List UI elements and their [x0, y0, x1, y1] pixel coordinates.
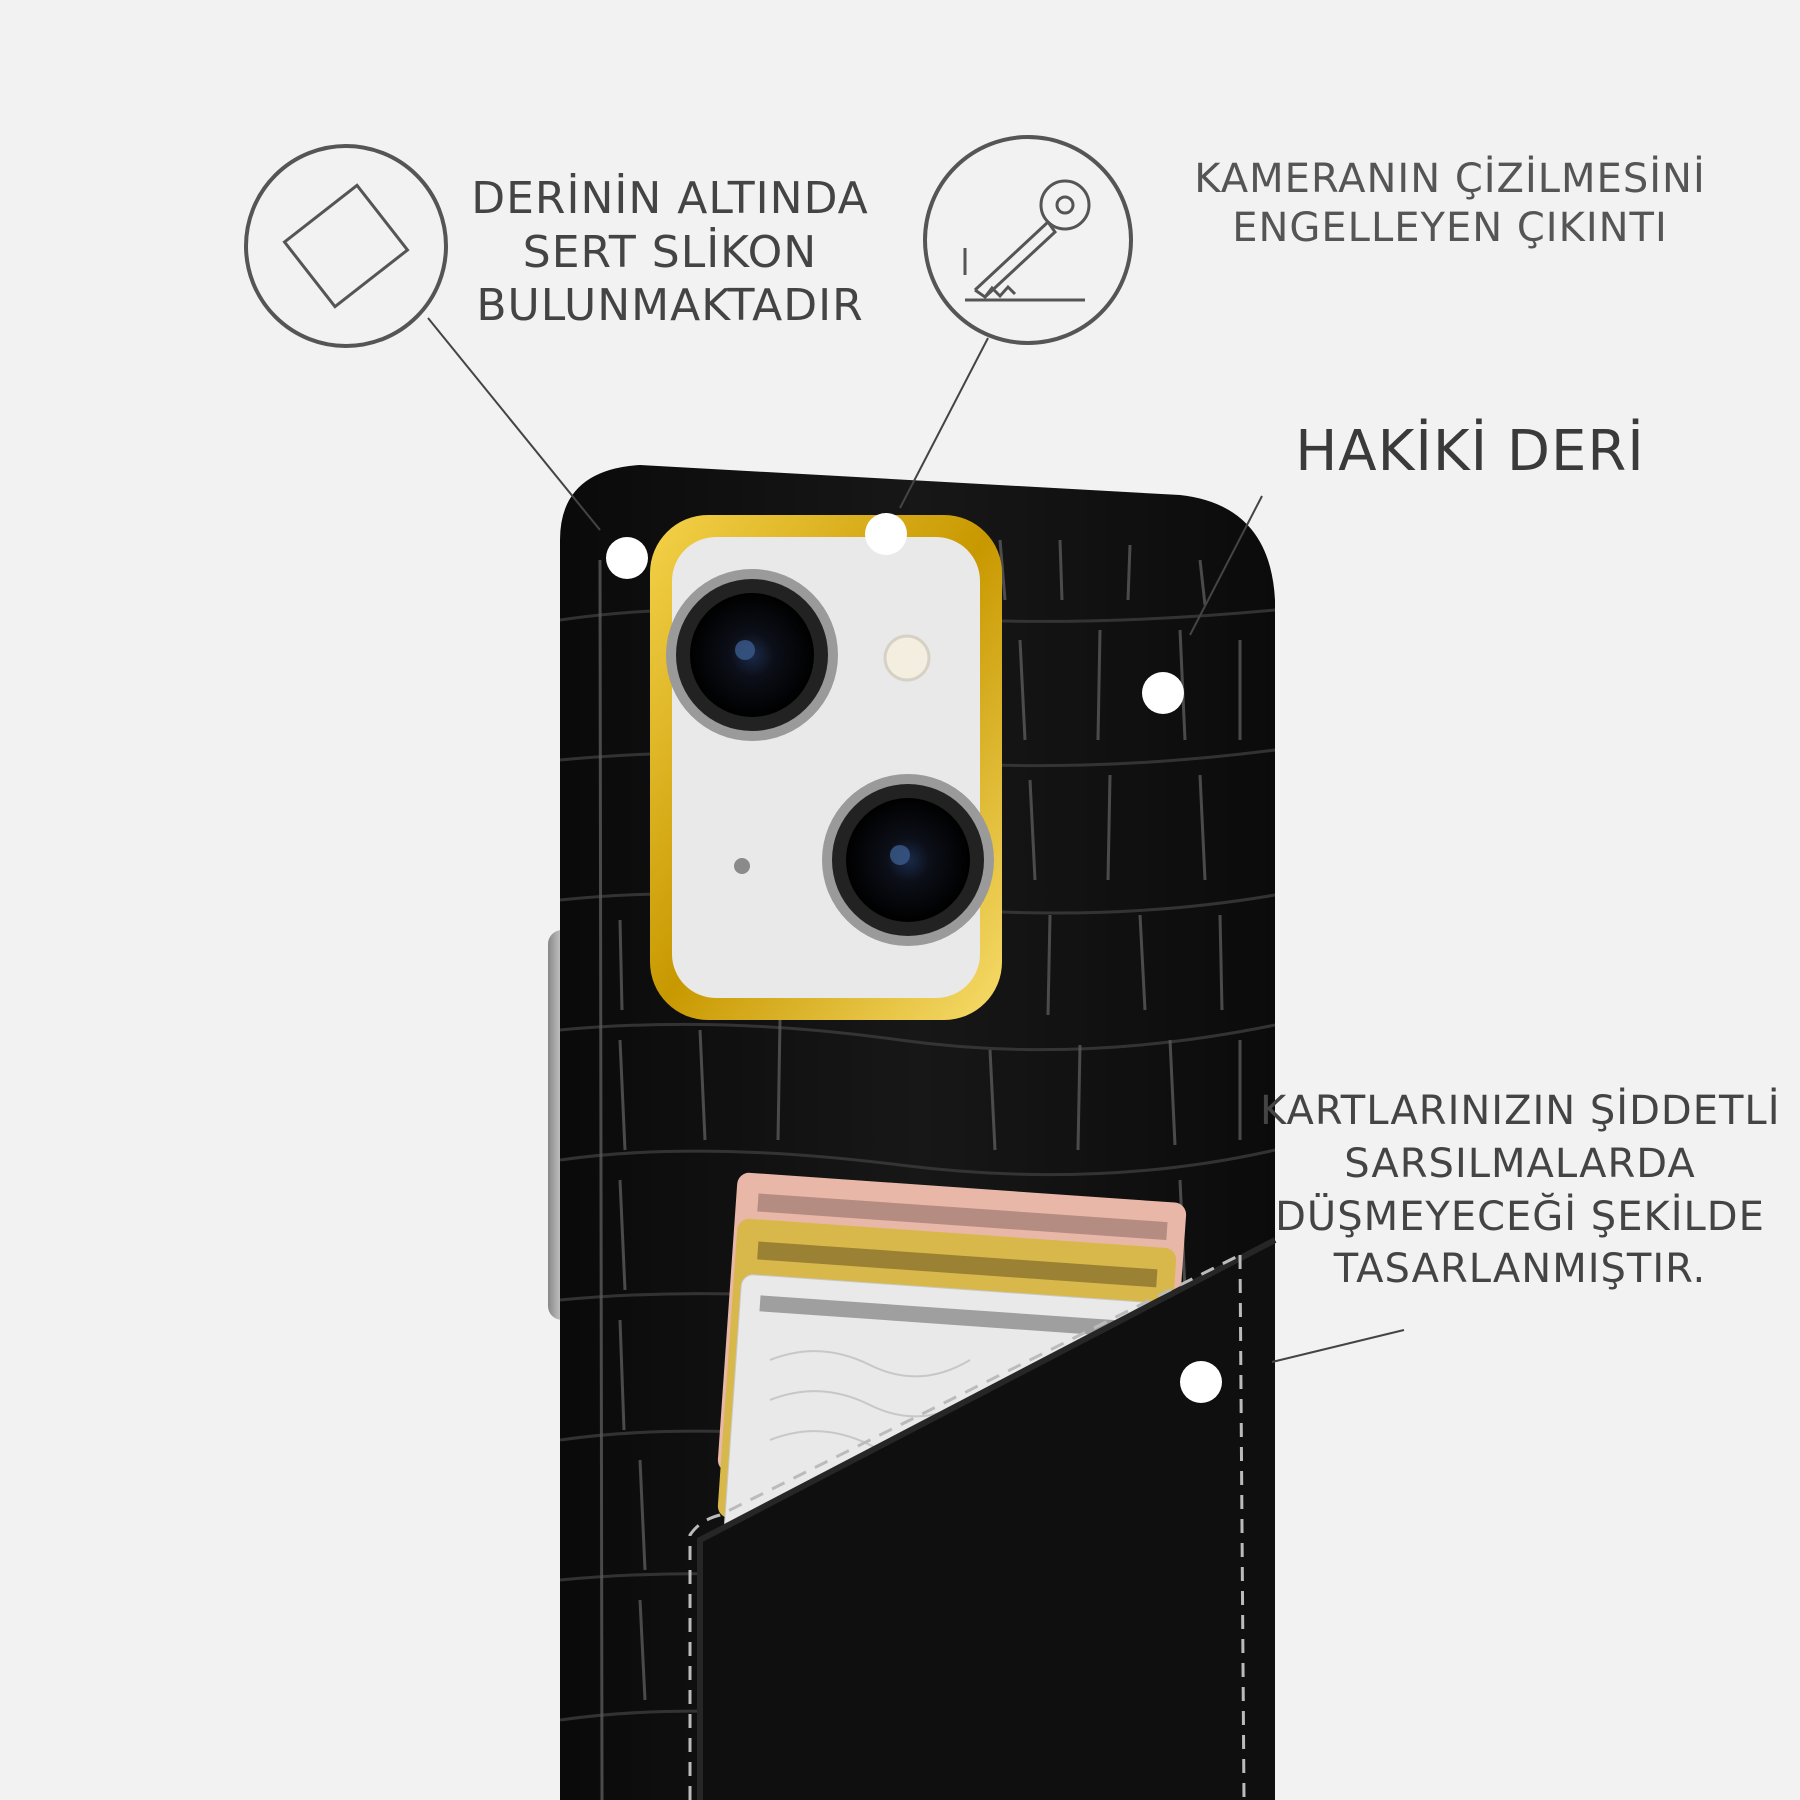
card-pocket-label-line-3: DÜŞMEYECEĞİ ŞEKİLDE — [1275, 1193, 1765, 1240]
flash-icon — [883, 634, 931, 682]
indicator-dot-camera[interactable] — [865, 513, 907, 555]
silicone-label-line-1: DERİNİN ALTINDA — [471, 173, 869, 224]
card-outline-icon — [282, 183, 410, 309]
camera-lip-callout — [899, 135, 1133, 509]
silicone-callout — [244, 144, 601, 531]
silicone-label: DERİNİN ALTINDA SERT SLİKON BULUNMAKTADI… — [440, 172, 900, 333]
indicator-dot-pocket[interactable] — [1180, 1361, 1222, 1403]
microphone-dot — [734, 858, 750, 874]
card-pocket-label-line-4: TASARLANMIŞTIR. — [1333, 1246, 1707, 1293]
camera-lip-label: KAMERANIN ÇİZİLMESİNİ ENGELLEYEN ÇIKINTI — [1180, 155, 1720, 253]
leather-label-line-1: HAKİKİ DERİ — [1295, 419, 1645, 484]
card-pocket — [688, 1237, 1277, 1800]
camera-lip-label-line-1: KAMERANIN ÇİZİLMESİNİ — [1194, 156, 1706, 202]
camera-lens-top — [666, 569, 838, 741]
indicator-dot-leather[interactable] — [1142, 672, 1184, 714]
camera-module — [650, 515, 1002, 1020]
card-pocket-label: KARTLARINIZIN ŞİDDETLİ SARSILMALARDA DÜŞ… — [1260, 1085, 1780, 1296]
silicone-label-line-3: BULUNMAKTADIR — [476, 280, 864, 332]
pocket-callout-line — [1271, 1329, 1405, 1363]
key-scratch-icon — [963, 179, 1091, 302]
leather-label: HAKİKİ DERİ — [1280, 418, 1660, 486]
card-pocket-label-line-1: KARTLARINIZIN ŞİDDETLİ — [1260, 1088, 1781, 1134]
card-pocket-label-line-2: SARSILMALARDA — [1344, 1140, 1696, 1187]
camera-lens-bottom — [822, 774, 994, 946]
indicator-dot-silicone[interactable] — [606, 537, 648, 579]
camera-lip-label-line-2: ENGELLEYEN ÇIKINTI — [1232, 204, 1668, 251]
silicone-label-line-2: SERT SLİKON — [522, 226, 818, 278]
leather-callout-line — [1189, 495, 1263, 636]
